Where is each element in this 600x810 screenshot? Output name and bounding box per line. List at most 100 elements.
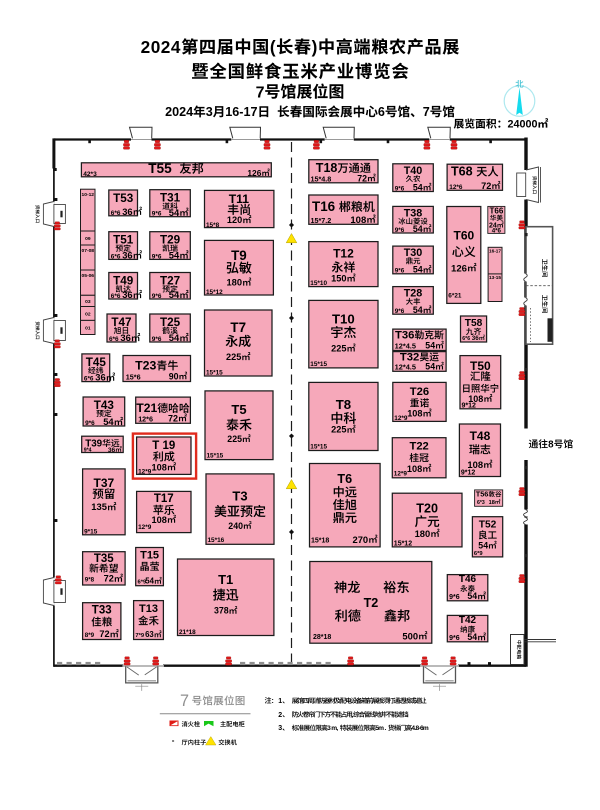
- svg-text:180: 180: [415, 528, 431, 539]
- svg-text:54: 54: [413, 182, 423, 192]
- svg-text:9*6: 9*6: [395, 268, 405, 275]
- svg-text:108: 108: [152, 462, 167, 472]
- svg-text:15*4.8: 15*4.8: [311, 174, 332, 183]
- svg-text:225: 225: [227, 434, 242, 444]
- svg-text:150: 150: [331, 274, 346, 284]
- svg-text:T26: T26: [410, 386, 429, 398]
- svg-text:12*9: 12*9: [394, 471, 408, 478]
- svg-text:T43: T43: [94, 399, 115, 412]
- svg-text:6*6: 6*6: [111, 253, 121, 260]
- svg-text:270: 270: [353, 534, 369, 545]
- svg-text:9*6: 9*6: [395, 185, 405, 192]
- svg-text:36: 36: [472, 335, 479, 342]
- svg-text:36: 36: [122, 206, 132, 217]
- svg-text:2024: 2024: [165, 105, 193, 119]
- svg-text:7*9: 7*9: [135, 633, 144, 639]
- svg-text:-: -: [172, 736, 175, 745]
- svg-text::: :: [272, 698, 274, 705]
- svg-text:54: 54: [467, 632, 477, 642]
- svg-text:03: 03: [85, 299, 91, 305]
- svg-text:12*6: 12*6: [449, 184, 463, 191]
- svg-text:36: 36: [95, 372, 105, 383]
- svg-text:T13: T13: [139, 603, 158, 615]
- svg-text:42*3: 42*3: [83, 171, 97, 178]
- svg-text:12*6: 12*6: [138, 414, 153, 423]
- svg-text:54: 54: [478, 541, 488, 551]
- svg-text:T16: T16: [312, 199, 335, 214]
- svg-text:6*6: 6*6: [111, 293, 121, 300]
- svg-text:6*6: 6*6: [109, 336, 119, 343]
- svg-text:T21: T21: [136, 401, 157, 415]
- svg-text:15*6: 15*6: [126, 372, 141, 381]
- svg-text:T7: T7: [230, 320, 246, 335]
- svg-text:7: 7: [180, 692, 189, 710]
- svg-text:T68: T68: [451, 165, 473, 179]
- svg-text:6*9: 6*9: [474, 551, 483, 557]
- svg-text:16-17: 16-17: [225, 105, 257, 119]
- svg-text:T23: T23: [135, 359, 156, 373]
- svg-text:135: 135: [91, 501, 107, 512]
- svg-text:2024: 2024: [141, 37, 181, 57]
- svg-text:8: 8: [548, 440, 554, 451]
- svg-text:9*15: 9*15: [84, 528, 98, 535]
- svg-text:T17: T17: [154, 493, 174, 505]
- svg-text:7: 7: [423, 105, 430, 119]
- svg-text:108: 108: [152, 515, 167, 525]
- svg-text:6: 6: [378, 105, 385, 119]
- svg-text:72: 72: [357, 173, 367, 183]
- svg-text:15*12: 15*12: [206, 289, 223, 296]
- svg-text:2: 2: [278, 712, 282, 719]
- svg-text:01: 01: [85, 325, 91, 331]
- svg-text:9*12: 9*12: [461, 470, 476, 477]
- svg-text:4*6: 4*6: [492, 227, 502, 234]
- svg-text:T46: T46: [459, 574, 477, 585]
- svg-text:54: 54: [169, 289, 180, 300]
- svg-text:T10: T10: [332, 312, 355, 327]
- svg-text:05-06: 05-06: [82, 273, 95, 279]
- svg-text:T50: T50: [470, 359, 491, 373]
- svg-text:T9: T9: [231, 248, 247, 263]
- svg-text:T5: T5: [231, 402, 246, 417]
- svg-text:126: 126: [451, 263, 467, 274]
- svg-text:T51: T51: [113, 234, 134, 247]
- svg-text:T66: T66: [490, 207, 504, 216]
- svg-text:6*3: 6*3: [477, 500, 485, 506]
- svg-text:15*8: 15*8: [206, 222, 220, 229]
- svg-text:36: 36: [108, 447, 116, 454]
- svg-text:3: 3: [206, 105, 213, 119]
- svg-text:108: 108: [407, 464, 422, 474]
- svg-text:9*8: 9*8: [85, 577, 95, 584]
- svg-text:7: 7: [256, 84, 265, 101]
- svg-text:108: 108: [468, 394, 483, 404]
- svg-text:9*6: 9*6: [395, 308, 405, 315]
- svg-text:15*15: 15*15: [206, 369, 223, 376]
- svg-text:T40: T40: [404, 165, 423, 177]
- svg-text:15*18: 15*18: [311, 538, 329, 545]
- svg-text:T 19: T 19: [152, 440, 175, 452]
- svg-text:54: 54: [169, 250, 180, 261]
- svg-text:T33: T33: [92, 604, 112, 616]
- svg-text:T22: T22: [410, 440, 429, 452]
- svg-text:9*6: 9*6: [152, 253, 162, 260]
- svg-text:T27: T27: [160, 275, 180, 288]
- svg-text:108: 108: [350, 215, 366, 226]
- svg-text:36: 36: [122, 250, 132, 261]
- svg-text:3: 3: [278, 725, 282, 732]
- svg-text:T55: T55: [148, 161, 172, 176]
- svg-text:225: 225: [331, 425, 346, 435]
- svg-text:02: 02: [85, 311, 91, 317]
- svg-text:225: 225: [226, 352, 241, 362]
- svg-text:54: 54: [169, 332, 180, 343]
- svg-text:24: 24: [489, 223, 497, 230]
- svg-text:9*4: 9*4: [84, 448, 92, 454]
- svg-text:T29: T29: [160, 234, 181, 247]
- svg-text:6*6: 6*6: [462, 336, 470, 342]
- svg-text:T3: T3: [232, 489, 247, 504]
- svg-text:18: 18: [489, 500, 495, 506]
- svg-text:): ): [312, 37, 318, 57]
- svg-text:T31: T31: [160, 192, 181, 205]
- svg-text:54: 54: [145, 577, 154, 586]
- svg-text:6*6: 6*6: [111, 210, 121, 217]
- svg-text:T32: T32: [400, 352, 419, 364]
- svg-text:12*9: 12*9: [138, 469, 152, 476]
